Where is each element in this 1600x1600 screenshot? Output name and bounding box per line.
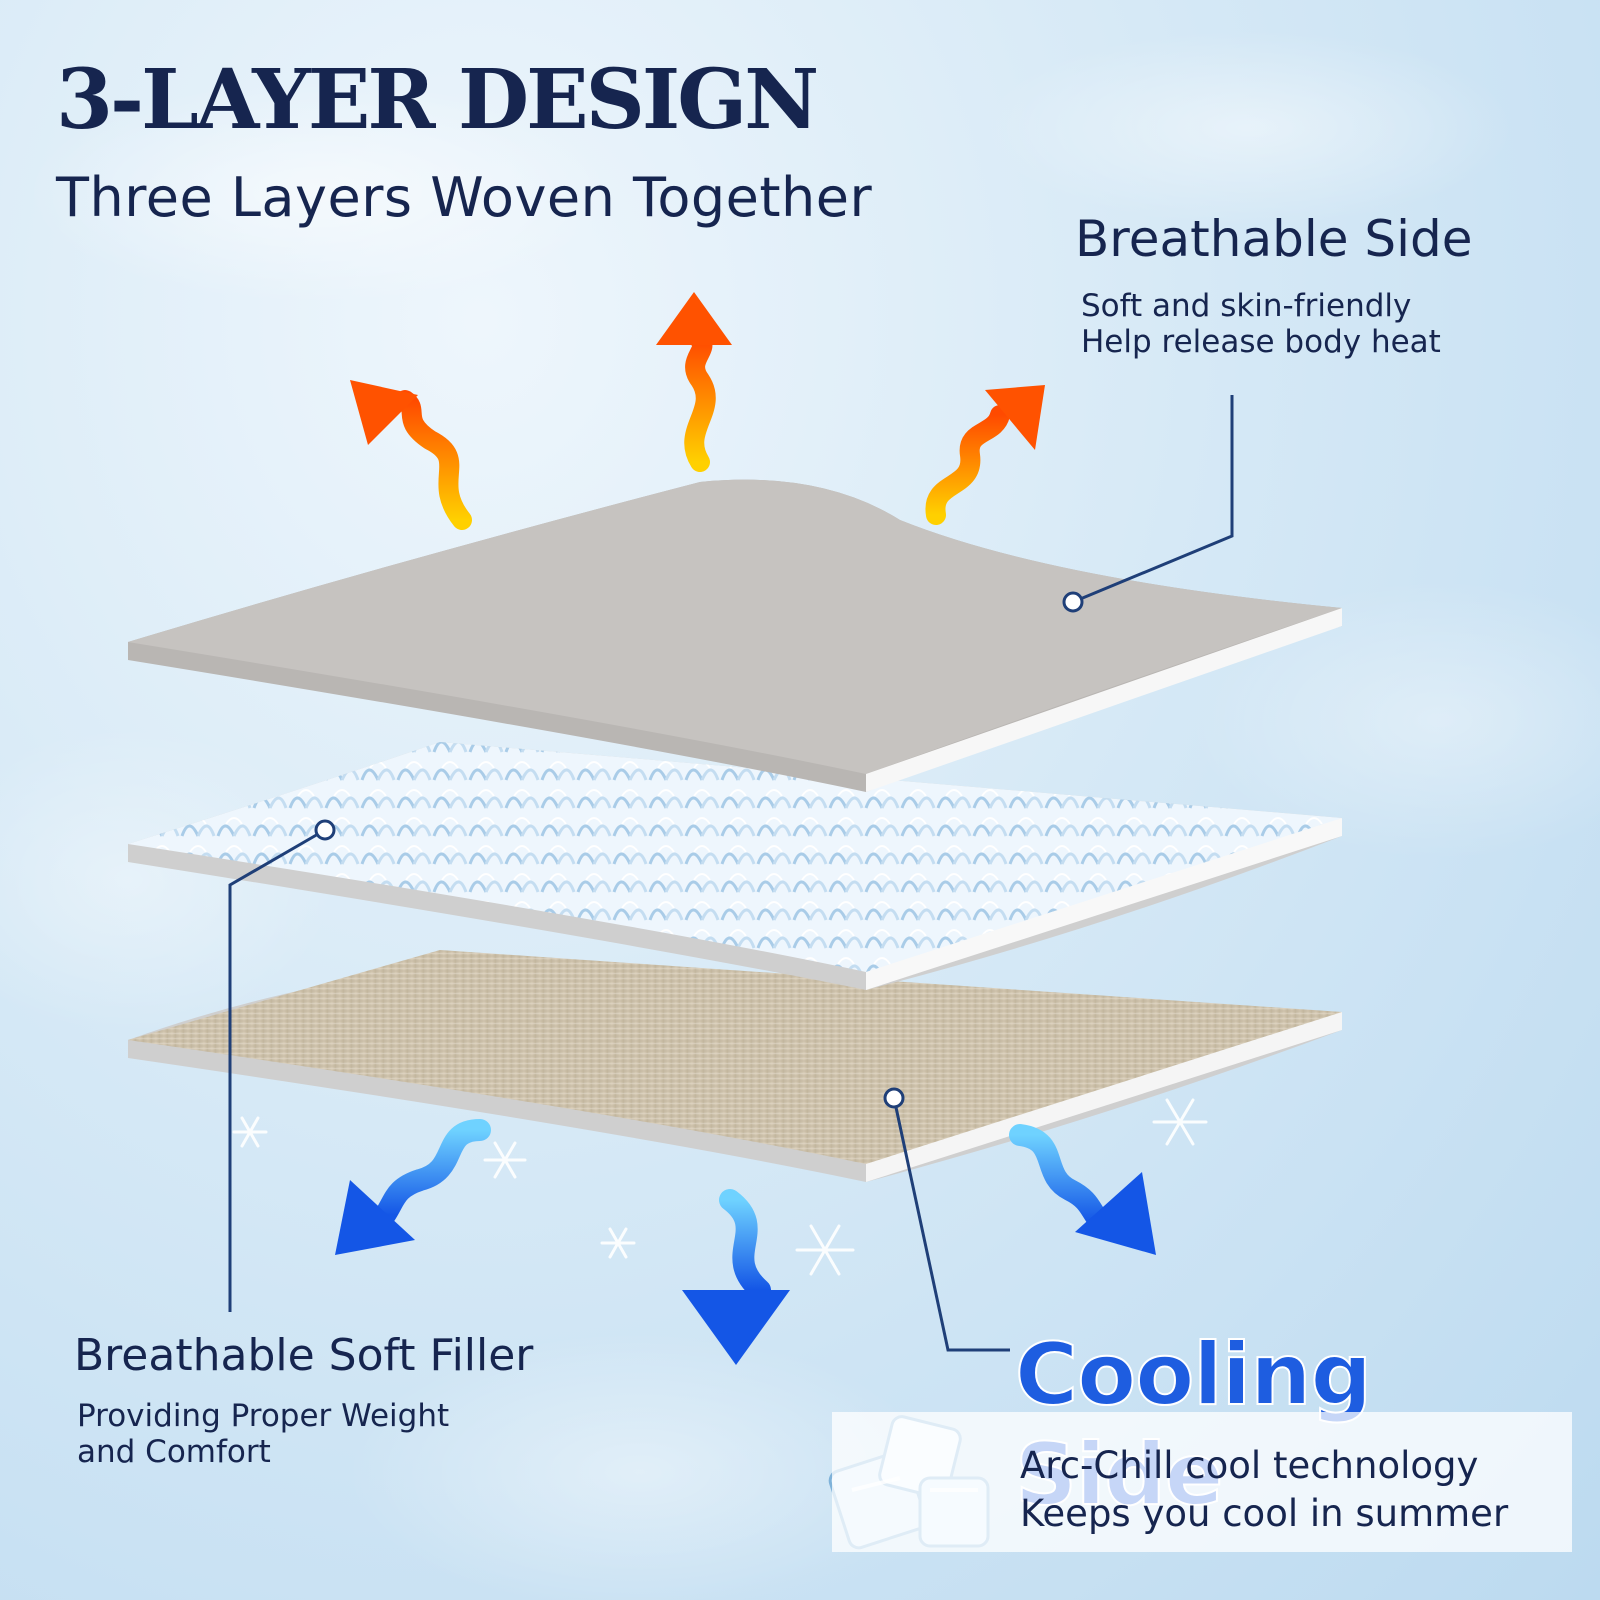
snowflake-icon: [483, 1141, 527, 1179]
top-layer-breathable: [128, 479, 1342, 792]
cooling-side-line-2: Keeps you cool in summer: [1020, 1492, 1509, 1535]
snowflake-icon: [795, 1224, 855, 1276]
heat-arrow-icon: [656, 292, 732, 472]
breathable-side-line-2: Help release body heat: [1081, 324, 1441, 360]
snowflake-icon: [232, 1116, 268, 1148]
headline: 3-LAYER DESIGN: [56, 52, 819, 148]
cooling-side-line-1: Arc-Chill cool technology: [1020, 1444, 1479, 1487]
callout-soft-filler: [228, 819, 336, 1312]
snowflake-icon: [600, 1227, 636, 1259]
heat-arrow-icon: [350, 380, 472, 530]
breathable-side-description: Soft and skin-friendly Help release body…: [1081, 288, 1441, 360]
soft-filler-line-2: and Comfort: [77, 1434, 271, 1470]
callout-breathable-side: [1062, 395, 1234, 613]
cooling-side-description: Arc-Chill cool technology Keeps you cool…: [1020, 1442, 1508, 1538]
soft-filler-line-1: Providing Proper Weight: [77, 1398, 450, 1434]
breathable-side-title: Breathable Side: [1075, 210, 1473, 268]
soft-filler-description: Providing Proper Weight and Comfort: [77, 1398, 449, 1470]
cooling-side-panel: [832, 1412, 1572, 1552]
soft-filler-title: Breathable Soft Filler: [74, 1330, 534, 1381]
cool-arrow-icon: [682, 1189, 790, 1365]
middle-layer-filler: [128, 742, 1342, 990]
snowflake-icon: [1152, 1098, 1208, 1146]
bottom-layer-cooling: [128, 950, 1342, 1182]
callout-cooling-side: [883, 1087, 1010, 1352]
subheadline: Three Layers Woven Together: [56, 166, 873, 229]
cool-arrow-icon: [1009, 1124, 1156, 1255]
breathable-side-line-1: Soft and skin-friendly: [1081, 288, 1412, 324]
cool-arrow-icon: [335, 1119, 491, 1255]
heat-arrow-icon: [925, 385, 1045, 525]
